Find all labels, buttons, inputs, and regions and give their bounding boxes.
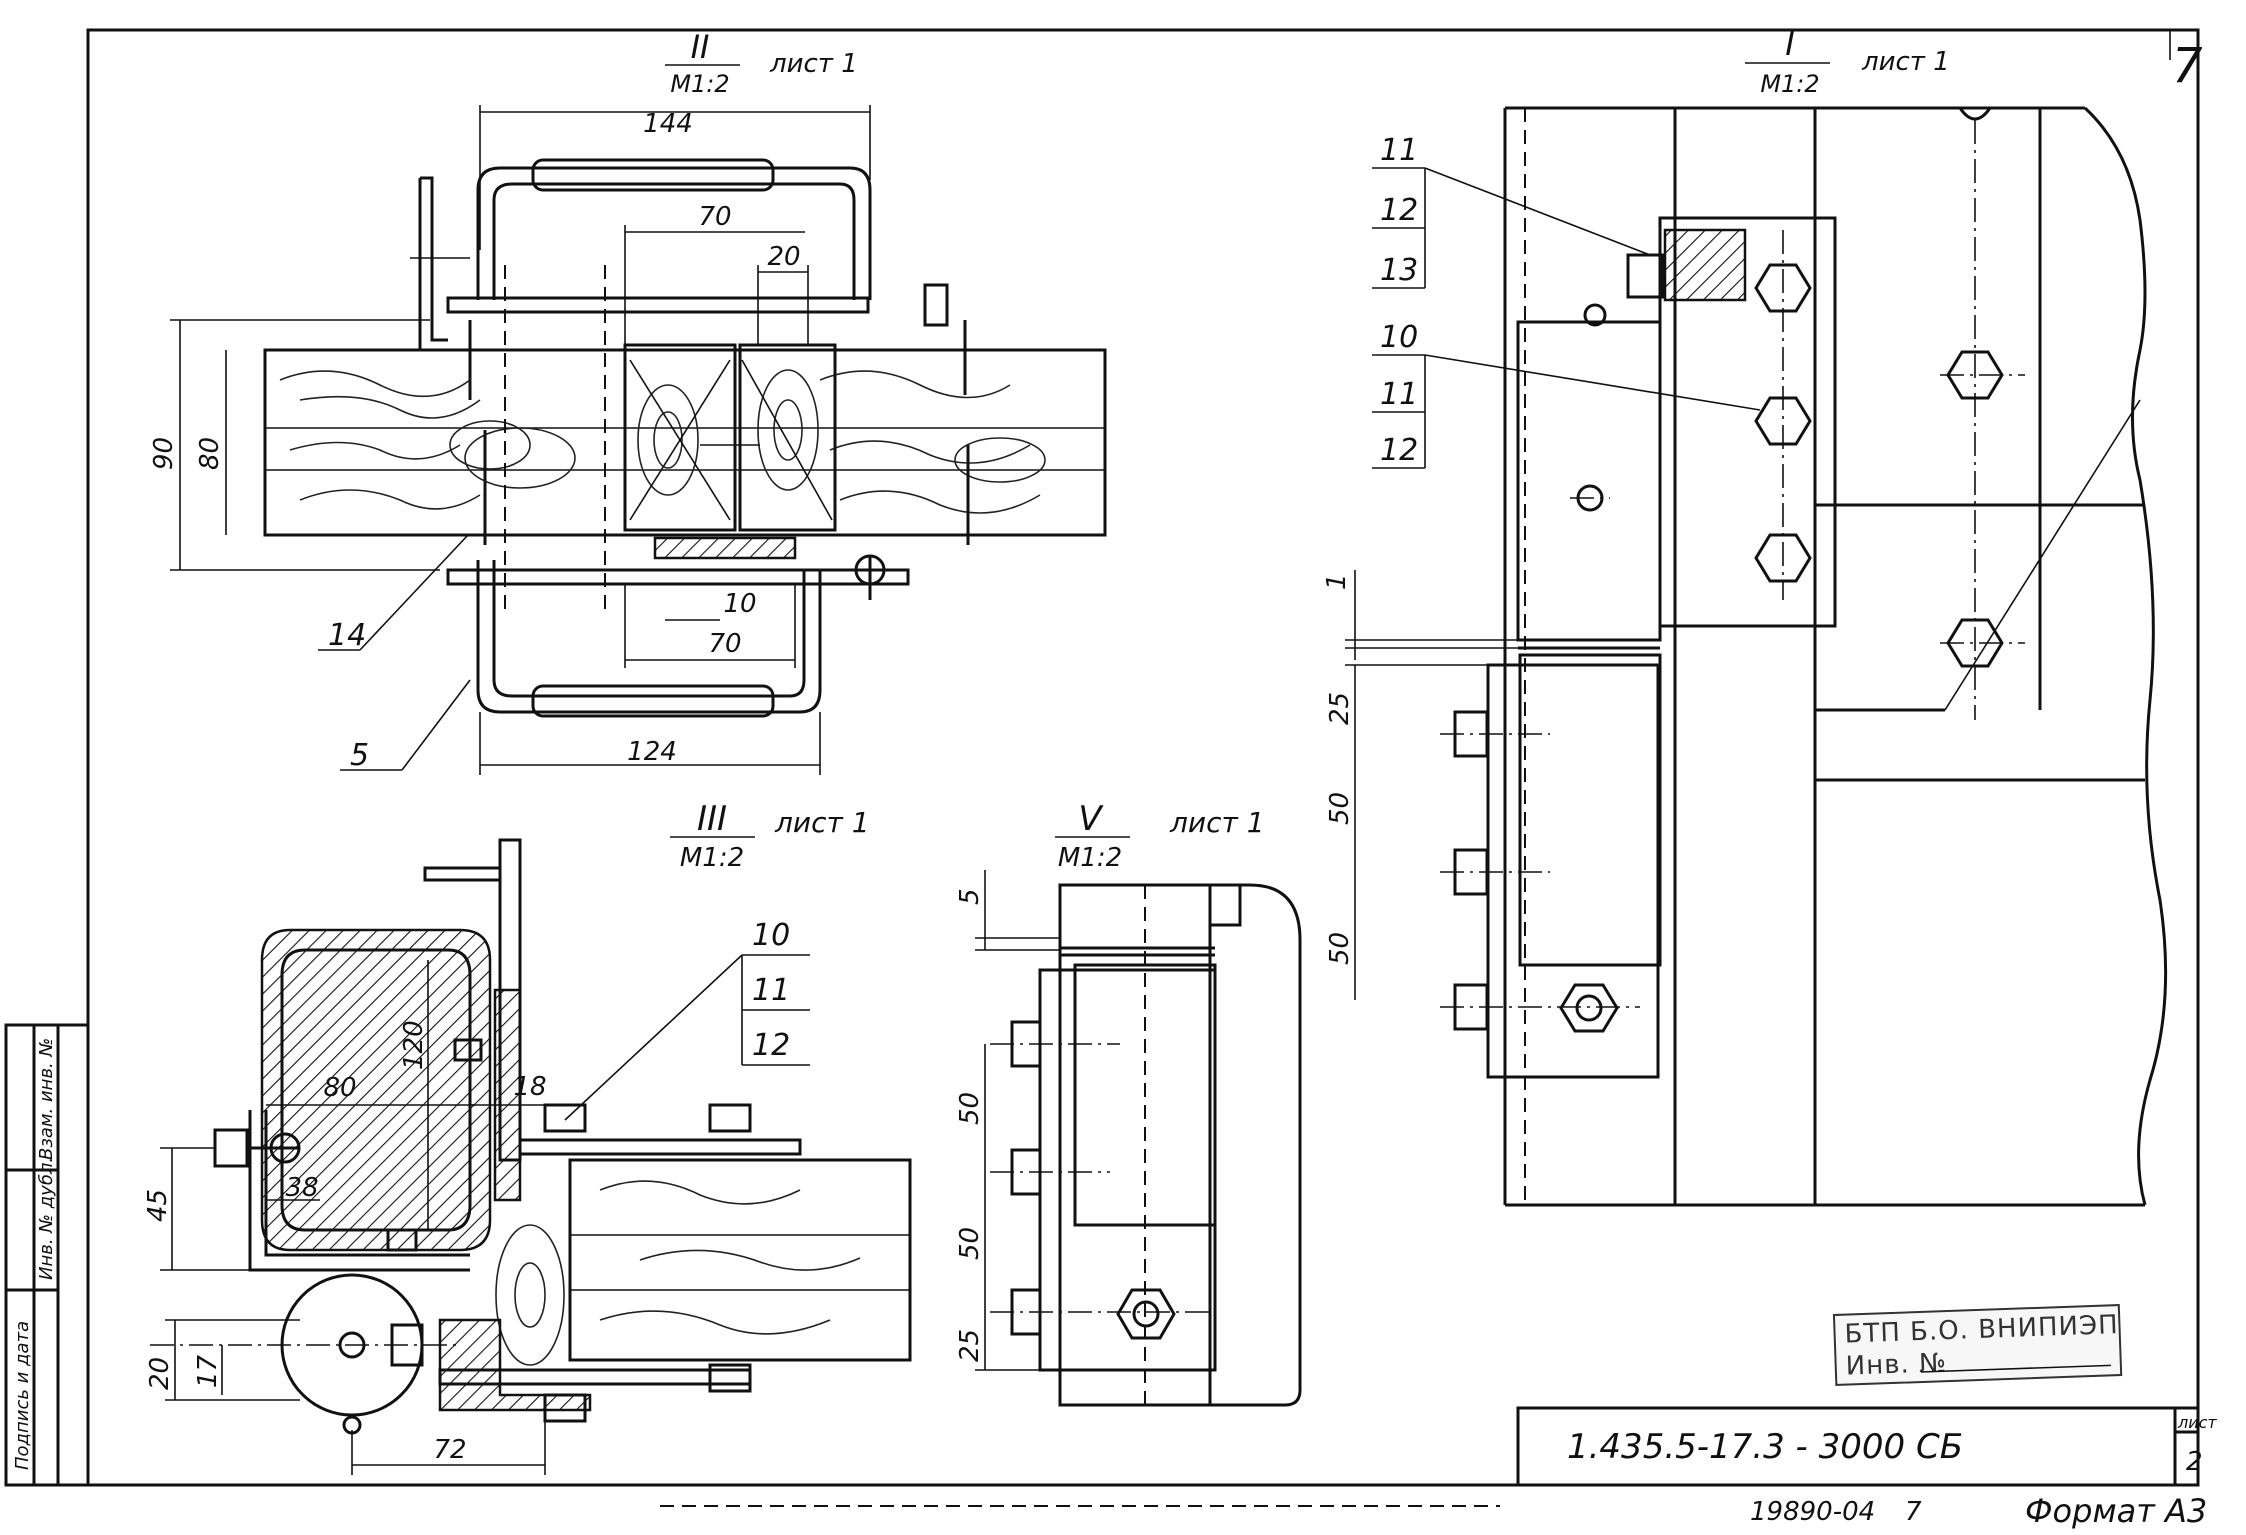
view-3-scale: М1:2	[680, 843, 744, 873]
view-1-callout-10: 10	[1380, 320, 1418, 355]
view-1-dim-50-a: 50	[1325, 792, 1355, 825]
side-label-replace: Взам. инв. №	[36, 1038, 57, 1160]
view-3-callout-11: 11	[752, 973, 790, 1008]
view-2-scale: М1:2	[670, 70, 729, 98]
drawing-frame	[86, 28, 2200, 1487]
view-2-callout-14: 14	[328, 618, 366, 653]
side-label-signature: Подпись и дата	[12, 1321, 33, 1470]
view-1-numeral: I	[1785, 25, 1794, 63]
view-5: V М1:2 лист 1 5 50 50 25	[955, 799, 1302, 1407]
view-3-dim-45: 45	[143, 1189, 173, 1222]
view-5-sheet-ref: лист 1	[1169, 806, 1265, 839]
view-2-dim-10: 10	[723, 589, 756, 619]
side-strip: Подпись и дата Инв. № дубл. Взам. инв. №	[4, 1023, 90, 1487]
view-3-dim-80: 80	[323, 1073, 356, 1103]
view-3-numeral: III	[697, 799, 727, 839]
view-2-dim-70-bottom: 70	[708, 629, 741, 659]
view-2: II М1:2 лист 1 144	[149, 28, 1107, 775]
view-3-callout-10: 10	[752, 918, 790, 953]
view-2-callout-5: 5	[350, 738, 369, 773]
view-3-dim-72: 72	[433, 1435, 466, 1465]
view-1-callout-11: 11	[1380, 133, 1418, 168]
view-3-sheet-ref: лист 1	[774, 806, 870, 839]
view-3-dim-17: 17	[193, 1354, 223, 1388]
view-5-dim-5: 5	[955, 888, 985, 905]
view-2-dim-124: 124	[627, 737, 677, 767]
format-label: Формат А3	[2025, 1492, 2207, 1530]
view-2-sheet-ref: лист 1	[769, 49, 858, 79]
view-1-callout-12b: 12	[1380, 433, 1418, 468]
view-5-dim-50-b: 50	[955, 1227, 985, 1260]
view-5-dim-50-a: 50	[955, 1092, 985, 1125]
view-1: I М1:2 лист 1	[1322, 25, 2168, 1207]
sheet-label: лист	[2177, 1413, 2217, 1432]
corner-number: 7	[2172, 38, 2203, 94]
view-3-dim-20: 20	[145, 1357, 175, 1390]
view-5-dim-25: 25	[955, 1329, 985, 1362]
view-3-callout-12: 12	[752, 1028, 790, 1063]
view-3: III М1:2 лист 1	[143, 799, 912, 1475]
view-3-dim-38: 38	[285, 1173, 318, 1203]
side-label-dup: Инв. № дубл.	[36, 1157, 57, 1280]
view-1-dim-25: 25	[1325, 692, 1355, 725]
view-3-dim-18: 18	[513, 1072, 546, 1102]
view-5-scale: М1:2	[1058, 843, 1122, 873]
view-2-dim-144: 144	[643, 109, 693, 139]
view-2-dim-80: 80	[195, 437, 225, 470]
view-5-numeral: V	[1078, 799, 1104, 839]
view-2-dim-70-top: 70	[698, 202, 731, 232]
view-1-sheet-ref: лист 1	[1861, 47, 1950, 77]
view-1-callout-12: 12	[1380, 193, 1418, 228]
stamp-line-2: Инв. №	[1845, 1348, 1947, 1382]
title-block: 1.435.5-17.3 - 3000 СБ лист 2	[1516, 1406, 2217, 1487]
view-2-dim-20: 20	[767, 242, 800, 272]
view-1-dim-1: 1	[1322, 573, 1352, 590]
sheet-number: 2	[2186, 1447, 2203, 1477]
archive-stamp: БТП Б.О. ВНИПИЭП Инв. №	[1832, 1304, 2123, 1387]
inventory-code: 19890-04	[1750, 1497, 1875, 1527]
designation: 1.435.5-17.3 - 3000 СБ	[1567, 1427, 1963, 1467]
view-3-dim-120: 120	[399, 1020, 429, 1070]
view-1-scale: М1:2	[1760, 70, 1819, 98]
view-1-dim-50-b: 50	[1325, 932, 1355, 965]
inventory-suffix: 7	[1905, 1497, 1922, 1527]
view-1-callout-13: 13	[1380, 253, 1418, 288]
view-2-numeral: II	[691, 28, 710, 66]
view-2-dim-90: 90	[149, 437, 179, 470]
view-1-callout-11b: 11	[1380, 377, 1418, 412]
